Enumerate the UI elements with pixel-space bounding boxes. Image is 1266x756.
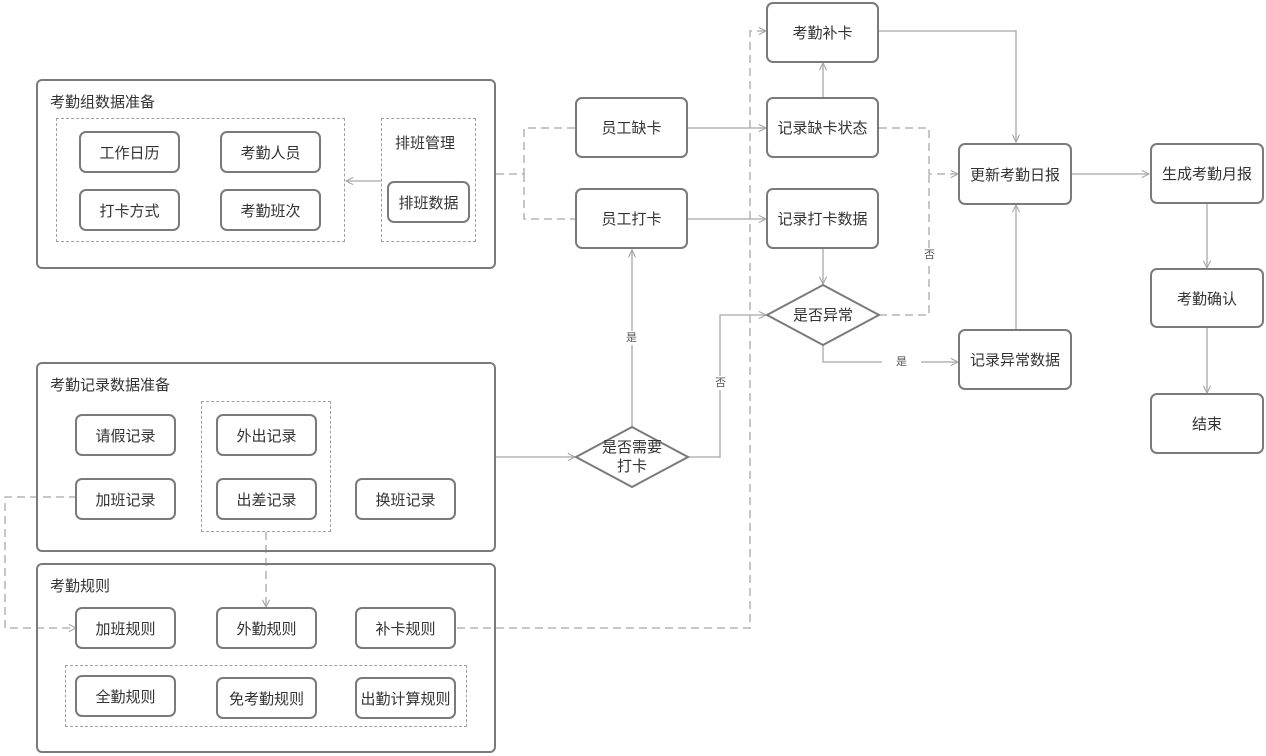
edge-supplement-to-daily xyxy=(879,30,1016,142)
group-attendance-group-data: 考勤组数据准备 xyxy=(36,79,496,269)
node-outing-record[interactable]: 外出记录 xyxy=(216,414,317,456)
decision-is-abnormal[interactable]: 是否异常 xyxy=(792,305,853,324)
node-leave-record[interactable]: 请假记录 xyxy=(75,414,176,456)
node-employee-missing-punch[interactable]: 员工缺卡 xyxy=(575,97,688,158)
node-business-trip-record[interactable]: 出差记录 xyxy=(216,478,317,520)
node-full-attendance-rule[interactable]: 全勤规则 xyxy=(75,675,176,717)
group-title: 考勤记录数据准备 xyxy=(50,376,171,394)
node-supplement-punch[interactable]: 考勤补卡 xyxy=(766,2,879,63)
node-generate-monthly-report[interactable]: 生成考勤月报 xyxy=(1150,143,1264,204)
group-title: 考勤组数据准备 xyxy=(50,93,156,111)
node-supplement-rule[interactable]: 补卡规则 xyxy=(355,607,456,649)
shift-management-title: 排班管理 xyxy=(395,134,456,152)
node-shift-data[interactable]: 排班数据 xyxy=(387,181,470,223)
node-shift-swap-record[interactable]: 换班记录 xyxy=(355,478,456,520)
decision-need-punch[interactable]: 是否需要 打卡 xyxy=(586,437,678,477)
group-attendance-rules: 考勤规则 xyxy=(36,563,496,753)
edge-label-need-punch-yes: 是 xyxy=(624,331,639,345)
outside-records-box xyxy=(201,401,331,532)
group-attendance-record-data: 考勤记录数据准备 xyxy=(36,362,496,552)
edge-label-need-punch-no: 否 xyxy=(713,376,728,390)
node-work-calendar[interactable]: 工作日历 xyxy=(79,131,180,173)
node-record-abnormal-data[interactable]: 记录异常数据 xyxy=(958,329,1072,390)
group-title: 考勤规则 xyxy=(50,577,111,595)
edge-label-abnormal-yes: 是 xyxy=(882,355,921,369)
node-attendance-calc-rule[interactable]: 出勤计算规则 xyxy=(355,677,456,719)
node-punch-method[interactable]: 打卡方式 xyxy=(79,189,180,231)
node-field-work-rule[interactable]: 外勤规则 xyxy=(216,607,317,649)
group-data-items-box xyxy=(56,118,345,242)
edge-group-to-missing xyxy=(496,127,575,175)
node-exempt-rule[interactable]: 免考勤规则 xyxy=(216,677,317,719)
edge-record-missing-to-daily xyxy=(879,127,958,174)
node-record-punch-data[interactable]: 记录打卡数据 xyxy=(766,188,879,249)
node-update-daily-report[interactable]: 更新考勤日报 xyxy=(958,143,1072,205)
node-attendance-shift[interactable]: 考勤班次 xyxy=(220,189,321,231)
edge-group-to-punch xyxy=(523,174,575,220)
node-attendance-confirm[interactable]: 考勤确认 xyxy=(1150,268,1264,328)
decision-need-punch-line1: 是否需要 xyxy=(601,438,662,456)
node-employee-punch[interactable]: 员工打卡 xyxy=(575,188,688,249)
node-attendance-staff[interactable]: 考勤人员 xyxy=(220,131,321,173)
shift-management-box xyxy=(381,118,476,242)
node-overtime-rule[interactable]: 加班规则 xyxy=(75,607,176,649)
decision-need-punch-line2: 打卡 xyxy=(616,457,647,475)
node-overtime-record[interactable]: 加班记录 xyxy=(75,478,176,520)
edge-abnormal-no xyxy=(879,174,930,316)
node-end[interactable]: 结束 xyxy=(1150,393,1264,454)
rules-sub-box xyxy=(65,665,467,727)
edge-label-abnormal-no: 否 xyxy=(922,248,937,262)
node-record-missing-status[interactable]: 记录缺卡状态 xyxy=(766,97,879,158)
